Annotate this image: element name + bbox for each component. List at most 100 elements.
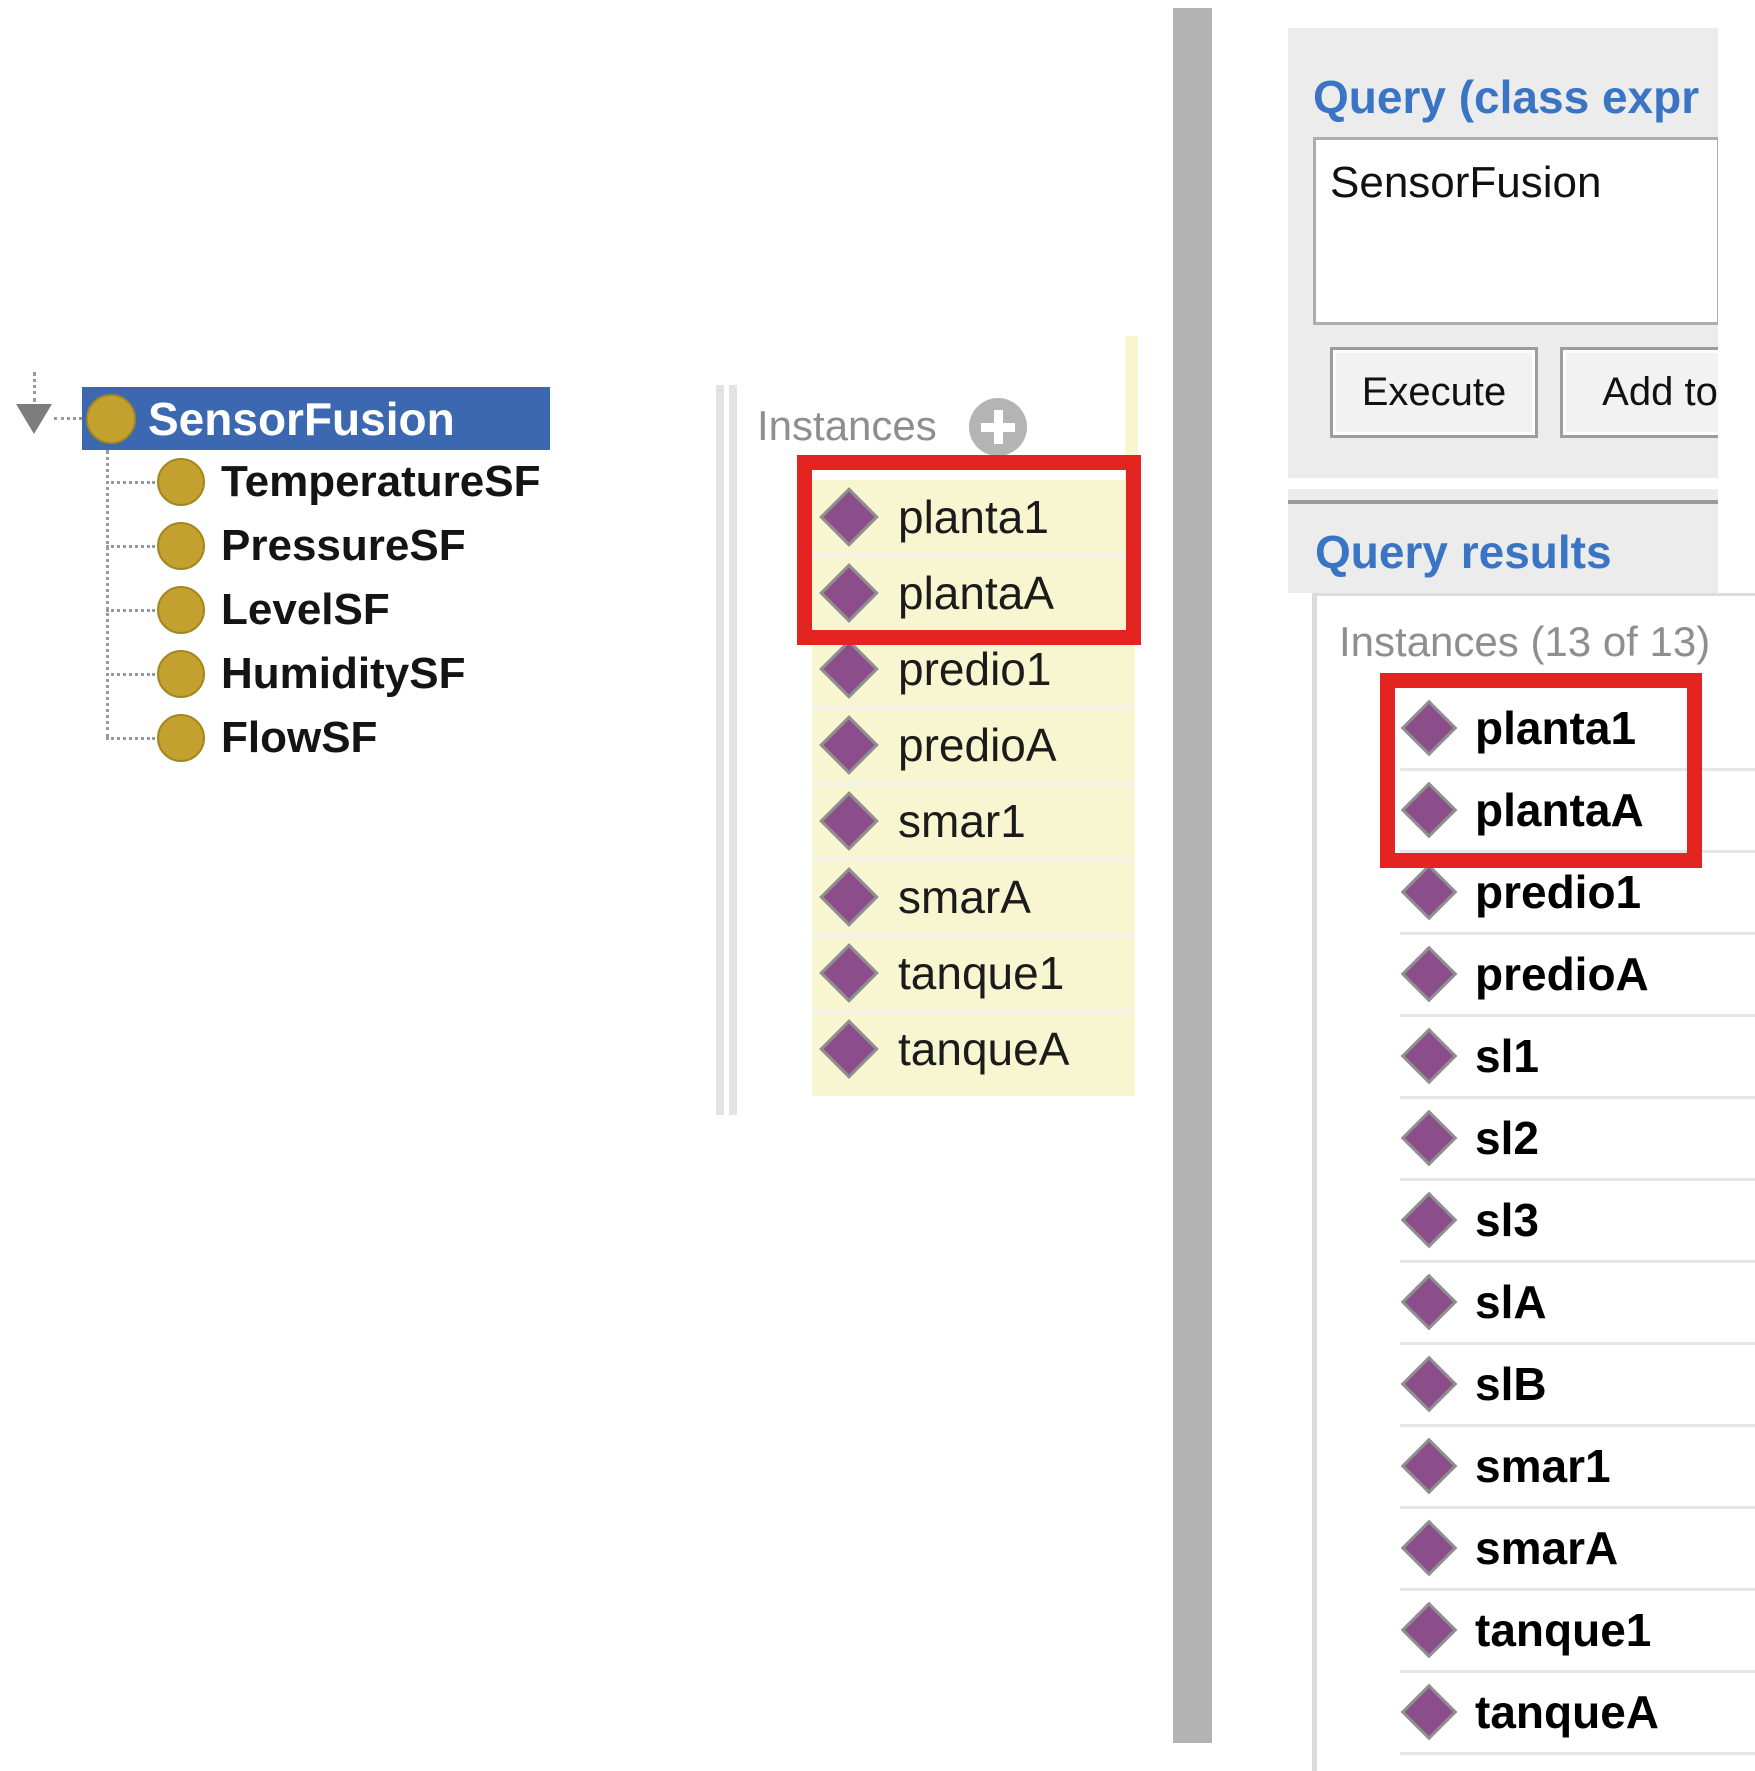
result-item-smar1[interactable]: smar1 bbox=[1400, 1435, 1611, 1497]
result-label: sl2 bbox=[1475, 1112, 1539, 1164]
tree-dotted-line bbox=[106, 545, 155, 548]
result-label: tanque1 bbox=[1475, 1604, 1652, 1656]
individual-icon bbox=[819, 1019, 879, 1079]
list-separator bbox=[1400, 1014, 1755, 1017]
list-separator bbox=[812, 705, 1135, 710]
list-separator bbox=[1400, 1178, 1755, 1181]
tree-node-label: SensorFusion bbox=[148, 392, 455, 445]
class-icon bbox=[157, 650, 205, 698]
instances-count-label: Instances (13 of 13) bbox=[1339, 618, 1711, 665]
query-expression-text: SensorFusion bbox=[1330, 158, 1602, 207]
tree-dotted-line bbox=[106, 450, 109, 738]
individual-icon bbox=[1400, 1109, 1458, 1167]
class-icon bbox=[157, 522, 205, 570]
query-expression-input[interactable]: SensorFusion bbox=[1313, 137, 1718, 325]
list-separator bbox=[1400, 850, 1755, 853]
result-item-tanqueA[interactable]: tanqueA bbox=[1400, 1681, 1659, 1743]
result-item-sl3[interactable]: sl3 bbox=[1400, 1189, 1539, 1251]
class-icon bbox=[157, 714, 205, 762]
individual-icon bbox=[819, 791, 879, 851]
result-item-planta1[interactable]: planta1 bbox=[1400, 697, 1636, 759]
add-to-button[interactable]: Add to bbox=[1560, 347, 1718, 438]
result-item-slA[interactable]: slA bbox=[1400, 1271, 1547, 1333]
query-panel-title: Query (class expr bbox=[1313, 71, 1700, 123]
individual-icon bbox=[1400, 863, 1458, 921]
plus-icon[interactable] bbox=[969, 398, 1027, 456]
list-separator bbox=[812, 857, 1135, 862]
execute-button[interactable]: Execute bbox=[1330, 347, 1538, 438]
result-label: sl3 bbox=[1475, 1194, 1539, 1246]
instance-label: planta1 bbox=[898, 491, 1049, 543]
result-item-plantaA[interactable]: plantaA bbox=[1400, 779, 1644, 841]
result-item-sl2[interactable]: sl2 bbox=[1400, 1107, 1539, 1169]
query-results-title: Query results bbox=[1315, 526, 1612, 578]
instance-item-predioA[interactable]: predioA bbox=[819, 714, 1135, 776]
list-separator bbox=[1400, 1506, 1755, 1509]
instance-label: tanque1 bbox=[898, 947, 1065, 999]
result-label: sl1 bbox=[1475, 1030, 1539, 1082]
class-icon bbox=[157, 586, 205, 634]
result-label: smar1 bbox=[1475, 1440, 1611, 1492]
result-item-slB[interactable]: slB bbox=[1400, 1353, 1547, 1415]
tree-node-pressuresf[interactable]: PressureSF bbox=[157, 516, 466, 576]
individual-icon bbox=[1400, 945, 1458, 1003]
result-label: slA bbox=[1475, 1276, 1547, 1328]
list-separator bbox=[812, 553, 1135, 558]
result-item-predioA[interactable]: predioA bbox=[1400, 943, 1649, 1005]
instance-label: predio1 bbox=[898, 643, 1052, 695]
list-separator bbox=[1400, 1424, 1755, 1427]
instance-item-smarA[interactable]: smarA bbox=[819, 866, 1135, 928]
individual-icon bbox=[1400, 1601, 1458, 1659]
instance-item-plantaA[interactable]: plantaA bbox=[819, 562, 1135, 624]
result-item-sl1[interactable]: sl1 bbox=[1400, 1025, 1539, 1087]
tree-node-label: PressureSF bbox=[221, 521, 466, 570]
tree-node-label: FlowSF bbox=[221, 713, 378, 762]
individual-icon bbox=[1400, 1437, 1458, 1495]
result-label: slB bbox=[1475, 1358, 1547, 1410]
individual-icon bbox=[1400, 1273, 1458, 1331]
result-item-tanque1[interactable]: tanque1 bbox=[1400, 1599, 1652, 1661]
panel-splitter[interactable] bbox=[729, 385, 737, 1115]
tree-dotted-line bbox=[106, 737, 155, 740]
tree-dotted-line bbox=[106, 481, 155, 484]
tree-dotted-line bbox=[106, 673, 155, 676]
tree-node-temperaturesf[interactable]: TemperatureSF bbox=[157, 452, 541, 512]
tree-node-levelsf[interactable]: LevelSF bbox=[157, 580, 390, 640]
individual-icon bbox=[819, 715, 879, 775]
class-icon bbox=[86, 393, 136, 444]
instances-panel-edge bbox=[1125, 336, 1138, 482]
instance-item-tanque1[interactable]: tanque1 bbox=[819, 942, 1135, 1004]
tree-dotted-line bbox=[33, 372, 36, 402]
instance-item-smar1[interactable]: smar1 bbox=[819, 790, 1135, 852]
list-separator bbox=[1400, 1670, 1755, 1673]
result-label: tanqueA bbox=[1475, 1686, 1659, 1738]
class-icon bbox=[157, 458, 205, 506]
result-item-predio1[interactable]: predio1 bbox=[1400, 861, 1641, 923]
tree-dotted-line bbox=[54, 417, 82, 420]
instance-label: smar1 bbox=[898, 795, 1026, 847]
result-item-smarA[interactable]: smarA bbox=[1400, 1517, 1618, 1579]
instance-item-tanqueA[interactable]: tanqueA bbox=[819, 1018, 1135, 1080]
individual-icon bbox=[819, 867, 879, 927]
instance-label: tanqueA bbox=[898, 1023, 1070, 1075]
highlight-box bbox=[797, 455, 1141, 645]
instances-header-label: Instances bbox=[757, 402, 937, 449]
tree-expand-arrow-icon[interactable] bbox=[16, 404, 52, 434]
individual-icon bbox=[1400, 1027, 1458, 1085]
tree-node-humiditysf[interactable]: HumiditySF bbox=[157, 644, 465, 704]
tree-node-label: LevelSF bbox=[221, 585, 390, 634]
individual-icon bbox=[1400, 1191, 1458, 1249]
list-separator bbox=[1400, 1342, 1755, 1345]
list-separator bbox=[1400, 932, 1755, 935]
window-divider[interactable] bbox=[1173, 8, 1212, 1743]
panel-splitter[interactable] bbox=[716, 385, 724, 1115]
instance-item-planta1[interactable]: planta1 bbox=[819, 486, 1135, 548]
tree-node-sensorfusion[interactable]: SensorFusion bbox=[82, 387, 550, 450]
highlight-box bbox=[1380, 673, 1702, 868]
instance-label: smarA bbox=[898, 871, 1031, 923]
tree-node-flowsf[interactable]: FlowSF bbox=[157, 708, 377, 768]
individual-icon bbox=[819, 639, 879, 699]
instance-item-predio1[interactable]: predio1 bbox=[819, 638, 1135, 700]
query-results-header-panel: Query results bbox=[1288, 489, 1718, 593]
